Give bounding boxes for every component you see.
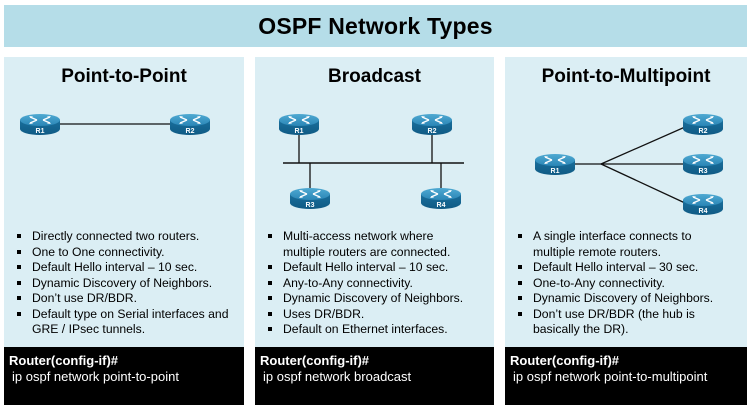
feature-list: Directly connected two routers. One to O…: [4, 229, 237, 338]
panel-title: Point-to-Point: [61, 66, 187, 87]
svg-text:R4: R4: [699, 208, 708, 215]
cli-prompt: Router(config-if)#: [9, 353, 119, 368]
router-icon: R2: [682, 113, 724, 136]
svg-text:R1: R1: [551, 168, 560, 175]
svg-text:R2: R2: [186, 128, 195, 135]
link-r4: [600, 163, 686, 204]
svg-text:R2: R2: [428, 128, 437, 135]
broadcast-diagram: R1 R2 R3 R4: [278, 113, 464, 210]
feature-list: Multi-access network where multiple rout…: [255, 229, 473, 338]
panel-title: Broadcast: [328, 66, 421, 87]
router-icon: R1: [19, 113, 61, 136]
list-item: Default on Ethernet interfaces.: [267, 322, 473, 338]
list-item: A single interface connects to multiple …: [517, 229, 723, 260]
svg-text:R1: R1: [295, 128, 304, 135]
list-item: Multi-access network where multiple rout…: [267, 229, 473, 260]
point-to-multipoint-diagram: R1 R2 R3 R4: [534, 113, 724, 216]
router-icon: R2: [169, 113, 211, 136]
router-icon: R4: [420, 187, 462, 210]
router-icon: R1: [534, 153, 576, 176]
list-item: Don’t use DR/BDR.: [16, 291, 237, 307]
list-item: Dynamic Discovery of Neighbors.: [267, 291, 473, 307]
cli-command: ip ospf network point-to-multipoint: [513, 369, 708, 384]
list-item: Dynamic Discovery of Neighbors.: [517, 291, 728, 307]
list-item: Any-to-Any connectivity.: [267, 276, 473, 292]
cli-prompt: Router(config-if)#: [510, 353, 620, 368]
cli-command: ip ospf network point-to-point: [12, 369, 179, 384]
title-banner: OSPF Network Types: [4, 5, 747, 47]
list-item: Default type on Serial interfaces and GR…: [16, 307, 237, 338]
list-item: Directly connected two routers.: [16, 229, 237, 245]
svg-text:R3: R3: [306, 202, 315, 209]
list-item: Default Hello interval – 10 sec.: [267, 260, 473, 276]
list-item: Dynamic Discovery of Neighbors.: [16, 276, 237, 292]
panel-point-to-multipoint: Point-to-Multipoint R1 R2 R3 R4 A single…: [505, 57, 747, 347]
panel-title: Point-to-Multipoint: [541, 66, 711, 87]
list-item: Default Hello interval – 30 sec.: [517, 260, 728, 276]
point-to-point-diagram: R1 R2: [19, 113, 211, 136]
command-box-point-to-point: Router(config-if)# ip ospf network point…: [4, 347, 244, 405]
command-box-point-to-multipoint: Router(config-if)# ip ospf network point…: [505, 347, 747, 405]
svg-text:R4: R4: [437, 202, 446, 209]
list-item: One to One connectivity.: [16, 245, 237, 261]
svg-text:R1: R1: [36, 128, 45, 135]
panel-point-to-point: Point-to-Point R1 R2 Directly connected …: [4, 57, 244, 347]
list-item: One-to-Any connectivity.: [517, 276, 728, 292]
cli-prompt: Router(config-if)#: [260, 353, 370, 368]
list-item: Default Hello interval – 10 sec.: [16, 260, 237, 276]
svg-text:R3: R3: [699, 168, 708, 175]
panel-broadcast: Broadcast R1 R2 R3 R4 Multi-access netwo…: [255, 57, 494, 347]
router-icon: R2: [411, 113, 453, 136]
page-title: OSPF Network Types: [258, 12, 493, 39]
link-r2: [600, 126, 686, 165]
router-icon: R3: [289, 187, 331, 210]
cli-command: ip ospf network broadcast: [263, 369, 412, 384]
svg-text:R2: R2: [699, 128, 708, 135]
router-icon: R1: [278, 113, 320, 136]
feature-list: A single interface connects to multiple …: [505, 229, 728, 338]
list-item: Don’t use DR/BDR (the hub is basically t…: [517, 307, 728, 338]
router-icon: R3: [682, 153, 724, 176]
router-icon: R4: [682, 193, 724, 216]
list-item: Uses DR/BDR.: [267, 307, 473, 323]
command-box-broadcast: Router(config-if)# ip ospf network broad…: [255, 347, 494, 405]
